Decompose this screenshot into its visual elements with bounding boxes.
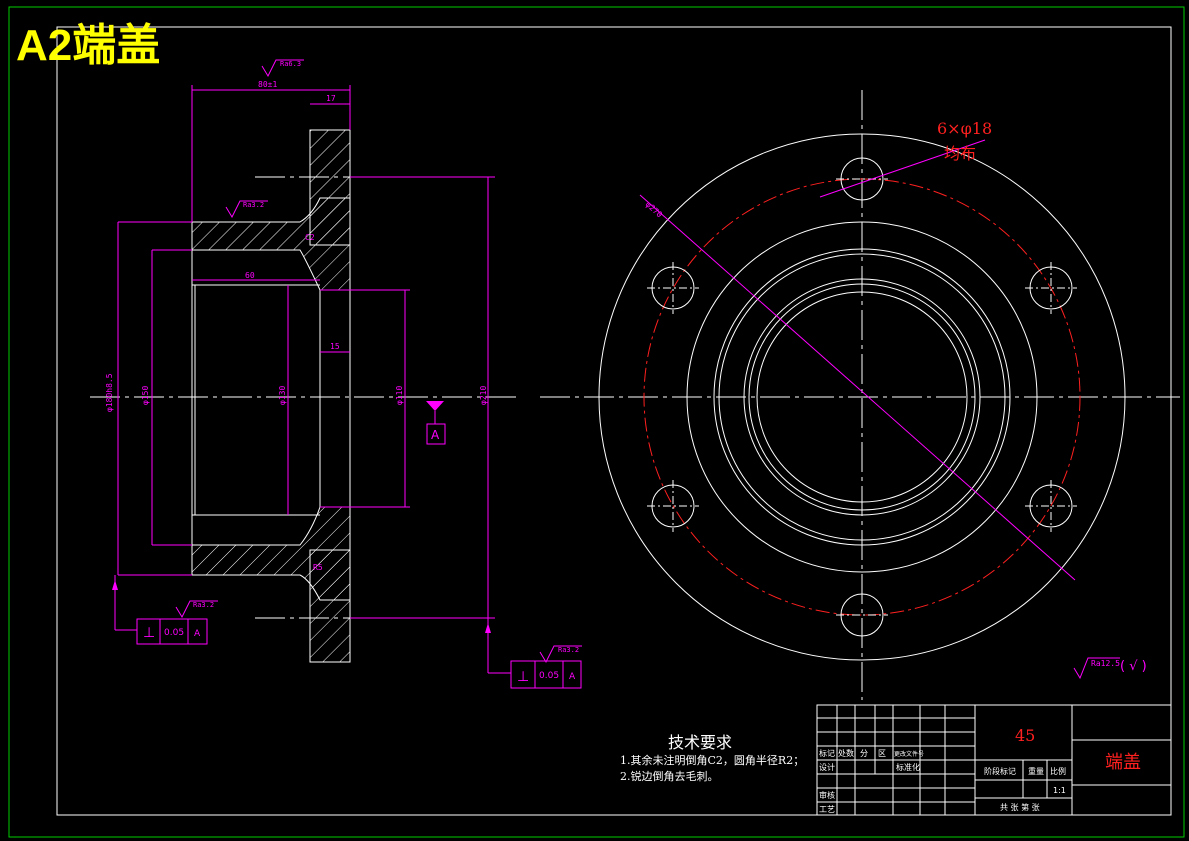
tb-label-design: 设计: [819, 762, 835, 772]
outer-frame: [8, 6, 1185, 838]
tb-label-scale: 比例: [1050, 766, 1066, 776]
tol-left-datum: A: [194, 629, 201, 639]
tech-heading: 技术要求: [668, 733, 732, 752]
dim-outer-pilot: φ180h8.5: [105, 373, 114, 412]
tech-item-2: 2.锐边倒角去毛刺。: [620, 769, 719, 783]
pcd-label: φ270: [644, 200, 664, 220]
end-view: [540, 90, 1180, 700]
datum-label: A: [431, 428, 440, 442]
tb-label-mark: 标记: [819, 748, 835, 758]
tb-label-change: 更改文件号: [894, 750, 924, 758]
hub-bottom-section: [191, 506, 351, 601]
hole-note-2: 均布: [944, 144, 976, 163]
dim-bore: φ150: [141, 386, 150, 405]
hub-top-section: [191, 197, 351, 291]
section-view: 80±1 17 60 15 C2 R5 φ180h8.5 φ150 φ130 φ…: [90, 59, 1120, 689]
tech-item-1: 1.其余未注明倒角C2，圆角半径R2；: [620, 753, 804, 767]
datum-box: [426, 423, 446, 445]
tb-label-process: 工艺: [819, 805, 835, 814]
tol-left-value: 0.05: [164, 628, 184, 638]
tb-label-count: 处数: [838, 748, 854, 758]
inner-frame: [56, 26, 1172, 816]
tb-label-zone: 区: [878, 749, 886, 758]
roughness-4: Ra3.2: [558, 646, 579, 654]
drawing-title: A2端盖: [16, 21, 160, 70]
roughness-2: Ra3.2: [243, 201, 264, 209]
general-roughness-value: Ra12.5: [1091, 659, 1120, 668]
dim-radius-bottom: R5: [313, 563, 323, 572]
tb-scale-value: 1:1: [1053, 786, 1066, 795]
tb-material: 45: [1015, 726, 1035, 745]
general-roughness-suffix: ( √ ): [1120, 659, 1147, 674]
dim-small-bore: φ110: [395, 386, 404, 405]
hole-note: 6×φ18: [937, 119, 992, 138]
tb-label-stage: 阶段标记: [984, 766, 1016, 776]
dim-chamfer: C2: [305, 233, 315, 242]
tb-sheets: 共 张 第 张: [1000, 802, 1040, 812]
tol-right-value: 0.05: [539, 671, 559, 681]
dim-boss-depth: 15: [330, 342, 340, 351]
dim-flange-thickness: 17: [326, 94, 336, 103]
tb-label-standard: 标准化: [896, 762, 920, 772]
roughness-3: Ra3.2: [193, 601, 214, 609]
tol-left-symbol: ⊥: [143, 625, 155, 641]
dim-top-width: 80±1: [258, 80, 277, 89]
tol-right-symbol: ⊥: [517, 669, 529, 685]
title-block: [816, 704, 1172, 816]
tol-right-datum: A: [569, 672, 576, 682]
datum-triangle: [426, 401, 444, 411]
tb-label-part: 分: [860, 749, 868, 758]
tb-part-name: 端盖: [1105, 752, 1141, 773]
dim-inner: φ130: [278, 386, 287, 405]
dim-inner-depth: 60: [245, 271, 255, 280]
tb-label-weight: 重量: [1028, 766, 1044, 776]
dim-flange: φ210: [479, 386, 488, 405]
roughness-1: Ra6.3: [280, 60, 301, 68]
tb-label-review: 审核: [819, 790, 835, 800]
